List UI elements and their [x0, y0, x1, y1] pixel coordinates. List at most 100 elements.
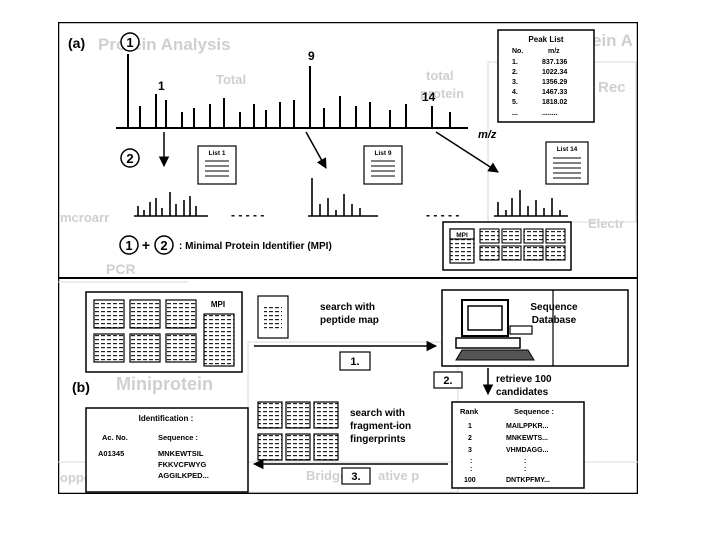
fingerprint-cell [257, 433, 283, 461]
mpi-cell [545, 228, 566, 244]
database-title-line1: Sequence [530, 302, 578, 313]
mpi-definition: 1 + 2 : Minimal Protein Identifier (MPI) [119, 235, 332, 255]
step-1-marker: 1 [120, 32, 140, 52]
list-9-icon: List 9 [363, 145, 403, 185]
fingerprint-cell [313, 433, 339, 461]
faded-text: mcroarr [60, 210, 109, 225]
database-title-line2: Database [532, 315, 577, 326]
step-2-box: 2. [433, 371, 463, 389]
list-9-title: List 9 [375, 150, 392, 157]
rank-value: 100 [464, 477, 476, 484]
peak-label-9: 9 [308, 49, 315, 63]
step-3-label: 3. [351, 471, 360, 483]
protein-identification-diagram: Protein Analysis Total total protein Pro… [58, 22, 638, 494]
mpi-b-fingerprint-grid [93, 299, 197, 363]
mpi-a-fingerprint-grid [479, 228, 566, 261]
ranking-box: Rank Sequence : 1 MAILPPKR... 2 MNKEWTS.… [451, 401, 585, 489]
peak-row-no: 2. [512, 69, 518, 76]
mpi-cell [479, 228, 500, 244]
fragment-spectrum-9: List 9 [308, 145, 403, 217]
peak-label-1: 1 [158, 79, 165, 93]
mpi-cell [523, 228, 544, 244]
axis-label-mz: m/z [478, 129, 497, 141]
peak-list-box: Peak List No. m/z 1. 837.136 2. 1022.34 … [497, 29, 595, 123]
identified-sequence-line: MNKEWTSIL [158, 449, 204, 458]
mpi-eq-text: : Minimal Protein Identifier (MPI) [179, 241, 332, 252]
faded-text: Miniprotein [116, 374, 213, 394]
rank-sequence: MAILPPKR... [506, 423, 548, 430]
step-2-number: 2 [126, 151, 133, 166]
accession-number: A01345 [98, 449, 124, 458]
search-fragment-line1: search with [350, 408, 405, 419]
peak-row-mz: 837.136 [542, 59, 567, 66]
fragment-spectrum-14: List 14 [494, 141, 589, 217]
step-1-number: 1 [126, 35, 133, 50]
mpi-eq-plus: + [142, 237, 150, 253]
panel-b-label: (b) [72, 379, 90, 395]
mpi-cell [129, 299, 161, 329]
identification-sequence-header: Sequence : [158, 433, 198, 442]
panel-a-label: (a) [68, 35, 85, 51]
list-14-title: List 14 [557, 146, 578, 153]
list-1-icon: List 1 [197, 145, 237, 185]
sequence-database: Sequence Database [441, 289, 629, 367]
arrow-to-fragment-9 [305, 131, 327, 169]
peak-list-col-mz: m/z [548, 48, 560, 55]
mpi-cell [501, 228, 522, 244]
retrieve-line2: candidates [496, 387, 549, 398]
peak-row-no: 4. [512, 89, 518, 96]
identification-title: Identification : [139, 414, 194, 423]
peak-list-title: Peak List [528, 35, 563, 44]
faded-text: Bridge [306, 468, 347, 483]
fingerprint-cell [285, 401, 311, 429]
mass-spectrum: m/z 1 9 14 [116, 49, 497, 141]
mpi-label-a: MPI [456, 232, 468, 239]
mpi-box-a: MPI [442, 221, 572, 271]
fragment-fingerprint-icons [257, 401, 339, 461]
mpi-eq-step-2: 2 [160, 238, 167, 253]
mpi-cell [479, 245, 500, 261]
step-3-box: 3. [341, 467, 371, 485]
mpi-cell [545, 245, 566, 261]
retrieve-line1: retrieve 100 [496, 374, 552, 385]
peak-label-14: 14 [422, 90, 436, 104]
faded-text: Rec [598, 79, 626, 96]
sequence-header: Sequence : [514, 407, 554, 416]
search-fragment-line2: fragment-ion [350, 421, 411, 432]
step-2-label: 2. [443, 375, 452, 387]
peak-row-no: 1. [512, 59, 518, 66]
identified-sequence-line: FKKVCFWYG [158, 460, 206, 469]
mpi-cell [501, 245, 522, 261]
peak-row-mz: 1467.33 [542, 89, 567, 96]
rank-value: 3 [468, 447, 472, 454]
svg-text::: : [524, 466, 526, 473]
identification-box: Identification : Ac. No. Sequence : A013… [85, 407, 249, 493]
list-1-title: List 1 [209, 150, 226, 157]
mpi-first-cell: MPI [449, 228, 475, 264]
faded-text: protein [420, 86, 464, 101]
step-1-box: 1. [339, 351, 371, 371]
fingerprint-cell [257, 401, 283, 429]
ellipsis-separator: - - - - - [426, 208, 459, 222]
rank-value: 1 [468, 423, 472, 430]
fingerprint-cell [285, 433, 311, 461]
mpi-cell [165, 333, 197, 363]
svg-text::: : [470, 466, 472, 473]
mpi-b-side-cell [203, 313, 235, 367]
fragment-spectrum-1: List 1 [134, 145, 237, 217]
rank-sequence: VHMDAGG... [506, 447, 548, 454]
faded-text: Protein Analysis [98, 35, 231, 54]
svg-text::: : [470, 458, 472, 465]
rank-value: 2 [468, 435, 472, 442]
faded-text: PCR [106, 261, 136, 277]
mpi-cell [93, 299, 125, 329]
rank-sequence: DNTKPFMY... [506, 477, 550, 484]
peak-row-no: 5. [512, 99, 518, 106]
panel-b: MPI search with peptide map Sequence Dat… [72, 289, 629, 493]
faded-text: Electr [588, 216, 624, 231]
svg-text::: : [524, 458, 526, 465]
peak-row-mz: ........ [542, 110, 558, 117]
peptide-map-icon [257, 295, 289, 339]
rank-sequence: MNKEWTS... [506, 435, 548, 442]
faded-text: ative p [378, 468, 419, 483]
